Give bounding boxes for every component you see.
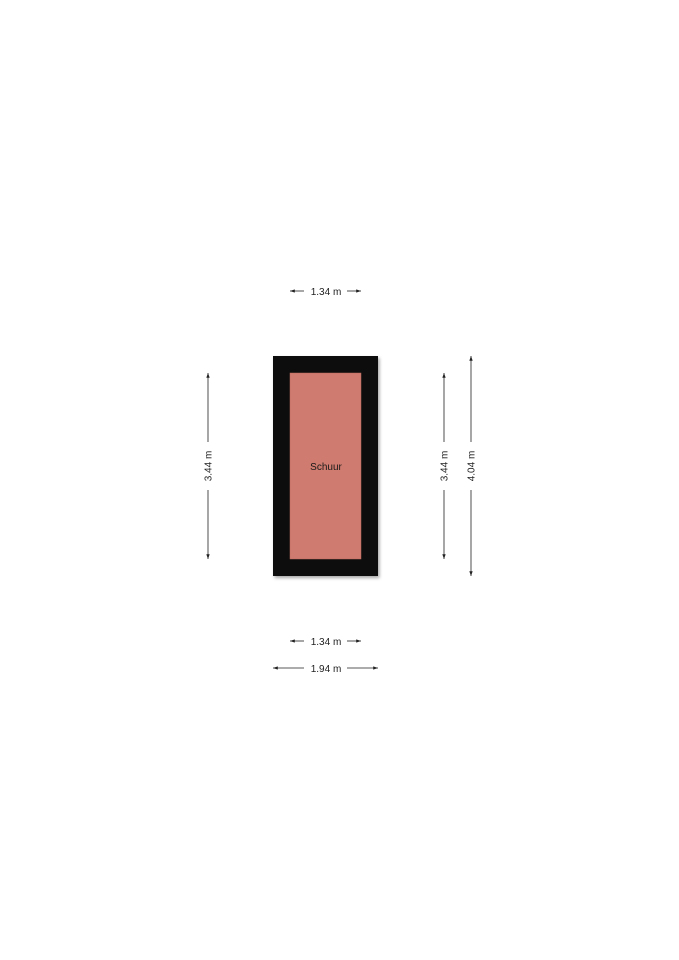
dimension-label: 4.04 m — [467, 451, 478, 482]
dimension-bottom-inner-width: 1.34 m — [290, 637, 361, 648]
dimension-label: 1.94 m — [311, 664, 342, 675]
dimension-right-outer-height: 4.04 m — [467, 356, 478, 576]
dimension-label: 3.44 m — [204, 451, 215, 482]
room-label-schuur: Schuur — [310, 462, 342, 473]
dimension-label: 3.44 m — [440, 451, 451, 482]
dimension-left-inner-height: 3.44 m — [204, 373, 215, 559]
dimension-bottom-outer-width: 1.94 m — [273, 664, 378, 675]
shed-floor — [289, 372, 362, 560]
dimension-right-inner-height: 3.44 m — [440, 373, 451, 559]
dimension-label: 1.34 m — [311, 637, 342, 648]
dimension-top-inner-width: 1.34 m — [290, 287, 361, 298]
dimension-label: 1.34 m — [311, 287, 342, 298]
